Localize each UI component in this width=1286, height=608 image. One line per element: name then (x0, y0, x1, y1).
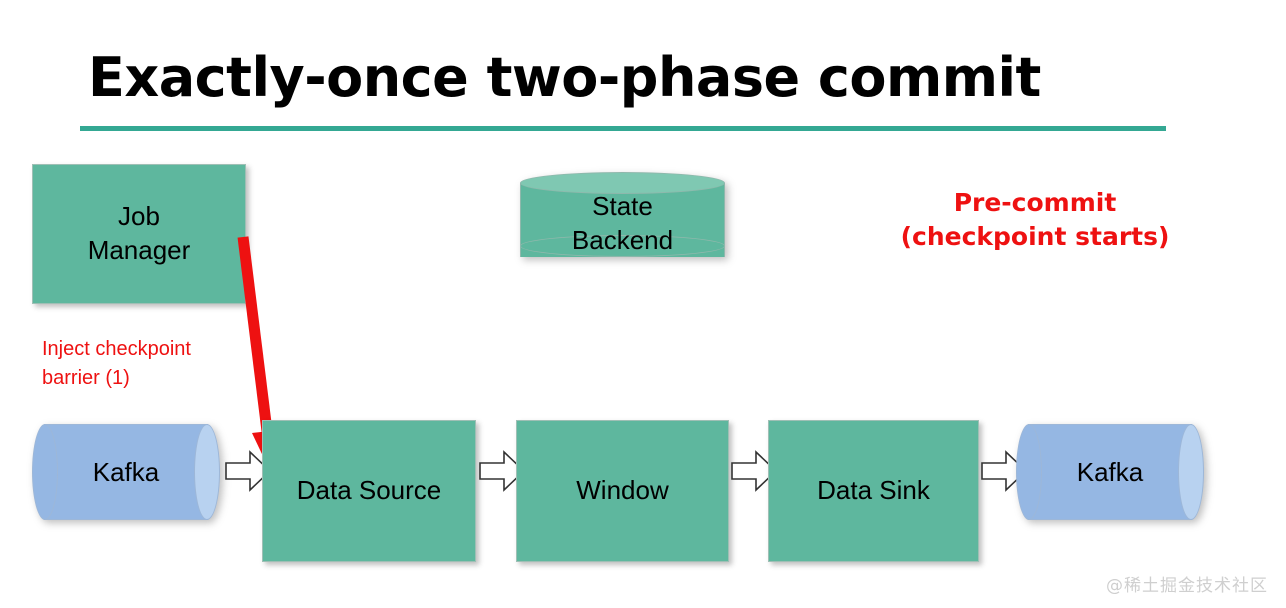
flow-arrow-window-to-data-sink (731, 450, 778, 492)
flow-arrow-data-source-to-window (479, 450, 526, 492)
page-title: Exactly-once two-phase commit (88, 46, 1041, 109)
annotation-inject-barrier: Inject checkpoint barrier (1) (42, 335, 257, 393)
node-window-label: Window (576, 475, 669, 506)
node-data-source-label: Data Source (296, 475, 442, 506)
node-kafka-sink-label: Kafka (1076, 456, 1144, 487)
annotation-pre-commit-line1: Pre-commit (953, 188, 1117, 217)
node-data-source: Data Source (262, 420, 476, 562)
cylinder-bottom-cap (520, 235, 725, 257)
cylinder-body (1028, 424, 1192, 520)
node-data-sink-label: Data Sink (817, 475, 930, 506)
cylinder-right-cap (1178, 424, 1204, 520)
cylinder-top-cap (520, 172, 725, 194)
cylinder-left-cap (32, 424, 58, 520)
flow-arrow-kafka-to-data-source (225, 450, 272, 492)
annotation-pre-commit: Pre-commit (checkpoint starts) (890, 186, 1180, 254)
node-job-manager-label-line2: Manager (87, 235, 191, 265)
cylinder-left-cap (1016, 424, 1042, 520)
node-job-manager-label: Job Manager (88, 200, 191, 268)
node-kafka-source-label: Kafka (92, 456, 160, 487)
cylinder-body (44, 424, 208, 520)
node-kafka-source: Kafka (32, 424, 220, 520)
node-data-sink: Data Sink (768, 420, 979, 562)
title-underline-rule (80, 126, 1166, 131)
node-state-backend: State Backend (520, 172, 725, 268)
node-job-manager-label-line1: Job (118, 201, 160, 232)
node-job-manager: Job Manager (32, 164, 246, 304)
node-state-backend-label-line2: Backend (571, 225, 674, 255)
node-state-backend-label: State Backend (520, 188, 725, 260)
annotation-pre-commit-line2: (checkpoint starts) (900, 221, 1170, 251)
cylinder-right-cap (194, 424, 220, 520)
watermark: @稀土掘金技术社区 (1106, 576, 1268, 596)
annotation-inject-barrier-line2: barrier (1) (42, 367, 130, 389)
node-kafka-sink: Kafka (1016, 424, 1204, 520)
node-state-backend-label-line1: State (592, 191, 653, 222)
node-window: Window (516, 420, 729, 562)
annotation-inject-barrier-line1: Inject checkpoint (42, 338, 191, 360)
